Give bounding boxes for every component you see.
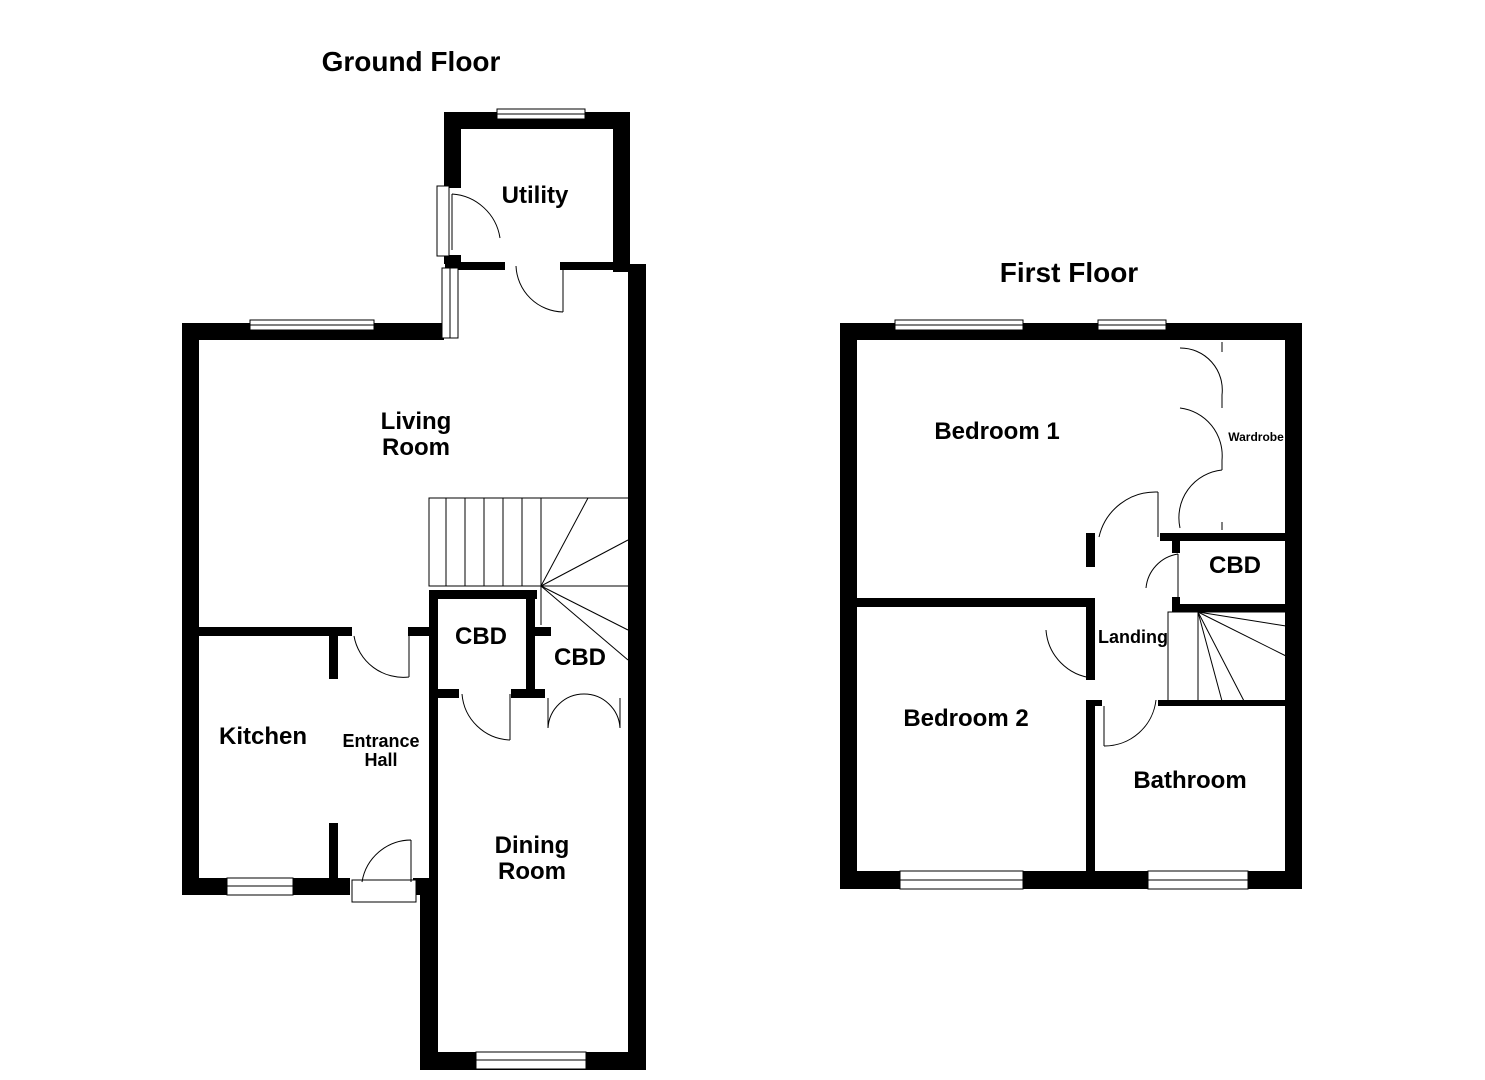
room-label-wardrobe: Wardrobe [1228,430,1284,444]
first-floor-labels: Bedroom 1 Wardrobe CBD Landing Bedroom 2… [903,418,1284,794]
room-label-bedroom-2: Bedroom 2 [903,705,1028,732]
room-label-cupboard: CBD [1209,552,1261,579]
room-label-kitchen: Kitchen [219,723,307,750]
ground-floor-doors [353,193,621,883]
door [515,264,564,313]
ground-floor-title: Ground Floor [322,46,501,77]
first-floor-plan: First Floor [840,257,1302,890]
ground-floor-stairs [428,497,630,661]
door [353,631,410,678]
window [436,185,450,257]
door [547,693,621,729]
ground-floor-plan: Ground Floor [182,46,646,1070]
room-label-dining-room-line1: Dining [495,832,570,859]
door [361,839,412,883]
room-label-bedroom-1: Bedroom 1 [934,418,1059,445]
room-label-bathroom: Bathroom [1133,767,1246,794]
wardrobe-doors [1178,342,1223,530]
door [461,693,511,741]
ground-floor-labels: Utility Living Room Kitchen Entrance Hal… [219,182,606,885]
first-floor-title: First Floor [1000,257,1139,288]
room-label-living-room-line2: Room [382,434,450,461]
first-floor-doors [1045,342,1223,747]
door [1098,491,1159,538]
room-label-entrance-hall-line1: Entrance [342,731,419,751]
door [451,193,501,250]
door [1145,553,1179,597]
room-label-entrance-hall-line2: Hall [364,750,397,770]
room-label-cupboard-2: CBD [554,644,606,671]
front-door-step [351,879,417,903]
first-floor-walls [840,323,1302,889]
first-floor-windows [894,319,1249,890]
room-label-utility: Utility [502,182,569,209]
door [1045,624,1094,679]
room-label-dining-room-line2: Room [498,858,566,885]
room-label-cupboard-1: CBD [455,623,507,650]
room-label-landing: Landing [1098,627,1168,647]
door [1103,699,1157,747]
ground-floor-walls [182,112,646,1070]
room-label-living-room-line1: Living [381,408,452,435]
ground-floor-windows [226,108,587,1070]
first-floor-stairs [1167,611,1287,702]
